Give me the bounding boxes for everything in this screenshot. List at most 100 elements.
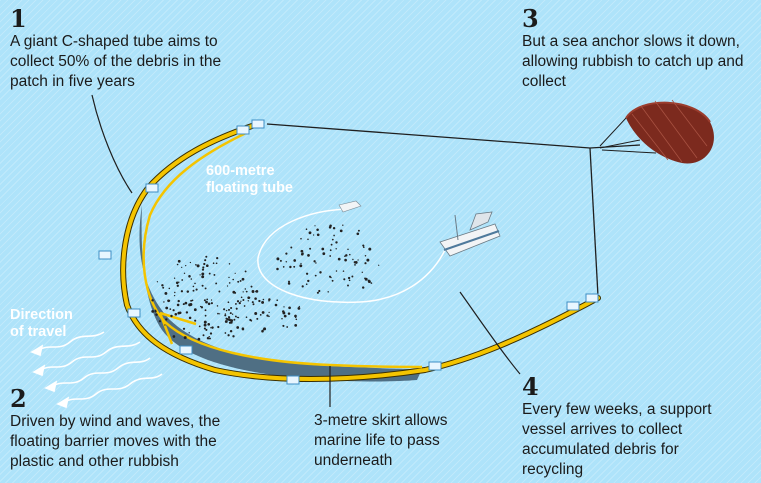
- debris-particle: [254, 297, 257, 300]
- debris-particle: [228, 321, 232, 324]
- debris-particle: [232, 290, 236, 294]
- debris-particle: [244, 288, 247, 290]
- debris-particle: [305, 228, 308, 230]
- debris-particle: [164, 324, 166, 326]
- debris-particle: [204, 259, 207, 262]
- debris-particle: [252, 303, 255, 306]
- debris-particle: [240, 300, 242, 302]
- debris-particle: [208, 272, 211, 275]
- direction-arrows: [30, 331, 163, 409]
- debris-particle: [231, 313, 234, 315]
- debris-particle: [348, 279, 351, 282]
- debris-particle: [158, 320, 162, 323]
- debris-particle: [279, 259, 282, 262]
- debris-particle: [174, 312, 178, 316]
- debris-particle: [314, 225, 316, 227]
- debris-cloud: [151, 224, 380, 341]
- debris-particle: [364, 262, 367, 265]
- debris-particle: [182, 303, 185, 306]
- debris-particle: [332, 226, 336, 230]
- debris-particle: [225, 309, 228, 312]
- buoy-marker: [566, 301, 580, 311]
- debris-particle: [195, 263, 197, 266]
- debris-particle: [351, 275, 354, 278]
- debris-particle: [268, 315, 270, 318]
- debris-particle: [237, 280, 240, 283]
- debris-particle: [352, 258, 354, 261]
- step-3: 3 But a sea anchor slows it down, allowi…: [522, 6, 758, 92]
- debris-particle: [205, 300, 208, 304]
- debris-particle: [356, 232, 360, 236]
- debris-particle: [201, 272, 205, 276]
- debris-particle: [199, 274, 201, 276]
- anchor-line-right: [589, 147, 599, 297]
- debris-particle: [362, 246, 365, 249]
- debris-particle: [293, 265, 296, 268]
- debris-particle: [229, 329, 233, 333]
- debris-particle: [206, 264, 209, 267]
- debris-particle: [235, 307, 238, 310]
- debris-particle: [236, 300, 240, 303]
- step-4-number: 4: [522, 372, 539, 401]
- debris-particle: [181, 266, 183, 269]
- debris-particle: [342, 270, 345, 272]
- debris-particle: [294, 314, 297, 318]
- debris-particle: [196, 264, 200, 268]
- debris-particle: [328, 275, 332, 278]
- debris-particle: [248, 297, 251, 299]
- debris-particle: [321, 247, 325, 251]
- debris-particle: [251, 301, 254, 304]
- debris-particle: [347, 276, 351, 280]
- debris-particle: [227, 334, 230, 337]
- debris-particle: [250, 285, 253, 288]
- skiff: [338, 200, 362, 213]
- debris-particle: [281, 317, 283, 320]
- debris-particle: [301, 285, 304, 288]
- buoy-marker: [585, 293, 599, 303]
- debris-particle: [202, 266, 205, 269]
- buoy-marker: [179, 345, 193, 355]
- debris-particle: [290, 246, 293, 249]
- debris-particle: [314, 274, 317, 277]
- debris-particle: [151, 310, 155, 313]
- debris-particle: [297, 307, 301, 310]
- debris-particle: [335, 248, 337, 250]
- debris-particle: [184, 301, 188, 305]
- debris-particle: [357, 229, 360, 232]
- debris-particle: [300, 249, 304, 253]
- debris-particle: [201, 268, 205, 271]
- skirt-label: 3-metre skirt allows marine life to pass…: [314, 412, 448, 469]
- debris-particle: [261, 311, 265, 314]
- debris-particle: [330, 243, 333, 246]
- debris-particle: [185, 264, 187, 267]
- debris-particle: [288, 280, 290, 283]
- debris-particle: [188, 332, 190, 334]
- debris-particle: [259, 313, 262, 316]
- debris-particle: [178, 281, 180, 283]
- debris-particle: [242, 298, 245, 302]
- debris-particle: [285, 261, 288, 263]
- debris-particle: [216, 305, 219, 307]
- debris-particle: [192, 285, 195, 288]
- debris-particle: [210, 302, 213, 305]
- debris-particle: [202, 334, 205, 337]
- debris-particle: [227, 316, 231, 319]
- debris-particle: [282, 324, 285, 327]
- debris-particle: [239, 279, 242, 282]
- debris-particle: [191, 299, 194, 302]
- debris-particle: [172, 309, 175, 312]
- debris-particle: [212, 262, 215, 264]
- debris-particle: [165, 306, 169, 310]
- debris-particle: [177, 299, 180, 303]
- debris-particle: [186, 290, 190, 293]
- step-1-text: A giant C-shaped tube aims to collect 50…: [10, 33, 222, 90]
- debris-particle: [285, 252, 288, 255]
- debris-particle: [215, 282, 218, 285]
- debris-particle: [177, 311, 181, 315]
- debris-particle: [335, 241, 338, 244]
- debris-particle: [378, 264, 380, 266]
- debris-particle: [364, 277, 368, 281]
- debris-particle: [181, 279, 184, 281]
- step-4: 4 Every few weeks, a support vessel arri…: [522, 374, 722, 480]
